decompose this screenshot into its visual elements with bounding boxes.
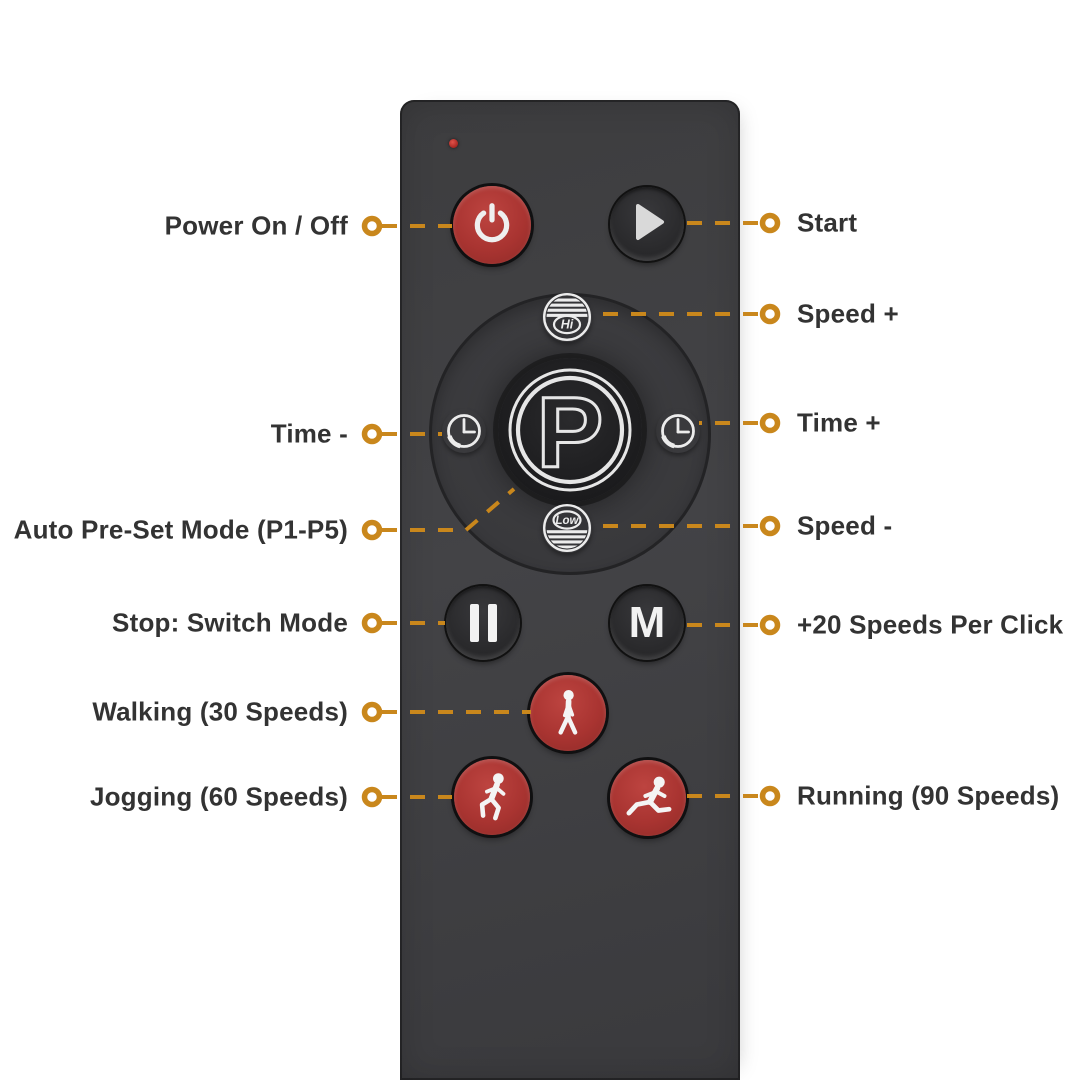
- mode-button-label: M: [628, 598, 666, 647]
- running-button[interactable]: [610, 760, 686, 836]
- speed-down-button[interactable]: Low: [542, 503, 592, 553]
- clock-icon: [660, 413, 696, 449]
- label-jogging: Jogging (60 Speeds): [89, 781, 348, 812]
- walking-button[interactable]: [530, 675, 606, 751]
- ring-power: [361, 215, 383, 237]
- svg-text:Low: Low: [556, 515, 580, 527]
- label-walking: Walking (30 Speeds): [92, 696, 348, 727]
- preset-mode-button[interactable]: P: [498, 358, 642, 502]
- power-icon: [469, 200, 515, 251]
- jogging-person-icon: [479, 773, 506, 821]
- label-start: Start: [797, 207, 858, 238]
- ring-plus20: [759, 614, 781, 636]
- label-plus20-speeds: +20 Speeds Per Click: [797, 609, 1064, 640]
- ring-time-minus: [361, 423, 383, 445]
- label-auto-preset: Auto Pre-Set Mode (P1-P5): [13, 514, 348, 545]
- label-speed-plus: Speed +: [797, 298, 899, 329]
- ring-stop: [361, 612, 383, 634]
- play-icon: [610, 185, 684, 264]
- ring-running: [759, 785, 781, 807]
- label-speed-minus: Speed -: [797, 510, 893, 541]
- time-minus-button[interactable]: [442, 409, 486, 453]
- speed-high-stripes-icon: Hi: [543, 293, 591, 341]
- speed-up-button[interactable]: Hi: [542, 292, 592, 342]
- preset-p-emblem: P: [508, 368, 632, 492]
- start-button[interactable]: [610, 187, 684, 261]
- remote-body: [400, 100, 740, 1080]
- ring-jogging: [361, 786, 383, 808]
- svg-text:Hi: Hi: [561, 318, 574, 332]
- ring-speed-plus: [759, 303, 781, 325]
- label-stop-switch: Stop: Switch Mode: [112, 607, 348, 638]
- ring-start: [759, 212, 781, 234]
- svg-text:P: P: [537, 377, 604, 489]
- ir-led-indicator: [449, 139, 458, 148]
- running-person-icon: [626, 776, 672, 816]
- label-time-plus: Time +: [797, 407, 881, 438]
- time-plus-button[interactable]: [656, 409, 700, 453]
- mode-button[interactable]: M: [610, 586, 684, 660]
- jogging-button[interactable]: [454, 759, 530, 835]
- walking-person-icon: [558, 690, 578, 735]
- label-power-on-off: Power On / Off: [164, 210, 348, 241]
- label-running: Running (90 Speeds): [797, 780, 1060, 811]
- ring-preset: [361, 519, 383, 541]
- clock-icon: [446, 413, 482, 449]
- ring-time-plus: [759, 412, 781, 434]
- power-button[interactable]: [453, 186, 531, 264]
- ring-speed-minus: [759, 515, 781, 537]
- speed-low-stripes-icon: Low: [543, 504, 591, 552]
- pause-icon: [469, 604, 497, 642]
- label-time-minus: Time -: [270, 418, 348, 449]
- stop-button[interactable]: [446, 586, 520, 660]
- ring-walking: [361, 701, 383, 723]
